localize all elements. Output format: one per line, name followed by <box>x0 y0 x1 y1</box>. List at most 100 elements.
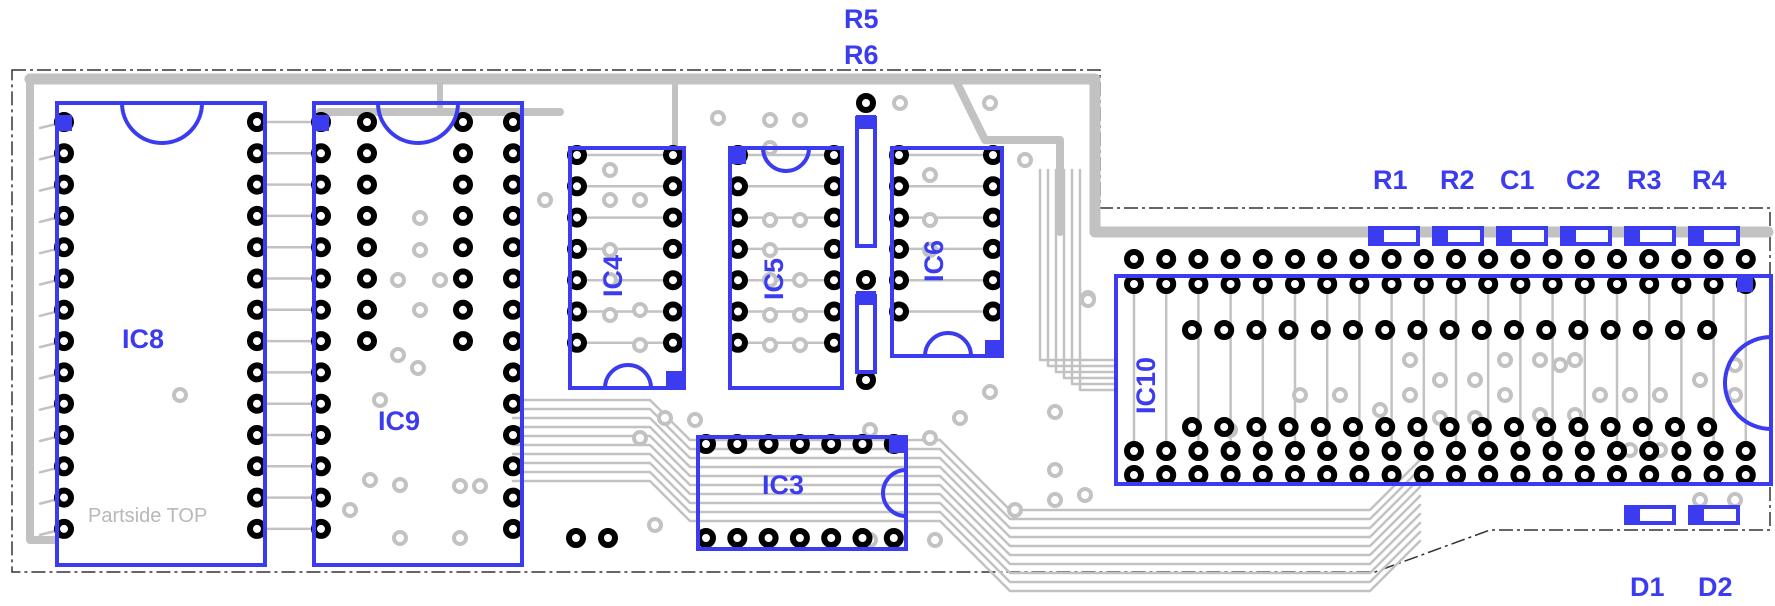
trace <box>1046 168 1118 368</box>
ic8-pin <box>247 518 267 539</box>
d2-label: D2 <box>1698 572 1733 602</box>
ic10-pin <box>1671 441 1692 461</box>
via <box>1497 352 1513 368</box>
ic9-pin <box>311 425 331 445</box>
ic10-pin <box>1124 441 1144 461</box>
ic10-pin <box>1343 320 1363 340</box>
via <box>1017 152 1033 168</box>
ic9-pin <box>311 268 331 289</box>
ic9-pin <box>357 112 377 132</box>
ic10-pin <box>1381 441 1402 461</box>
ic3-pin <box>789 434 810 454</box>
ic4-pin <box>567 145 587 165</box>
via <box>1567 352 1583 368</box>
ic10-pin <box>1639 441 1660 461</box>
ic5-pin <box>728 207 748 228</box>
via <box>1047 462 1063 478</box>
ic5-pin <box>824 332 844 353</box>
ic10-pin <box>1542 465 1563 485</box>
ic10-pin <box>1220 441 1241 461</box>
via <box>452 530 468 546</box>
ic3-pin <box>758 528 779 548</box>
ic10-pin <box>1568 320 1589 340</box>
ic10-pin <box>1182 417 1202 437</box>
ic8-pin <box>247 174 267 195</box>
ic10-pin <box>1510 465 1531 485</box>
via <box>1432 372 1448 388</box>
pad <box>566 528 586 548</box>
ic10-pin <box>1735 441 1756 461</box>
ic5-pin <box>824 176 844 197</box>
via <box>792 112 808 128</box>
via <box>1727 492 1743 508</box>
trace <box>511 470 1422 584</box>
ic10-pin <box>1632 320 1653 340</box>
ic9-pin <box>311 331 331 352</box>
ic5-pin <box>728 301 748 322</box>
ic8-pin <box>247 299 267 320</box>
ic10-pin <box>1407 320 1428 340</box>
via <box>632 302 648 318</box>
ic4-pin <box>567 270 587 291</box>
ic10-pin <box>1252 274 1273 294</box>
ic10-pin <box>1446 465 1466 485</box>
via <box>982 95 998 111</box>
ic10-pin <box>1349 249 1370 269</box>
via <box>687 412 703 428</box>
via <box>1532 352 1548 368</box>
r5-pin <box>856 115 876 129</box>
ic9-notch <box>376 102 460 145</box>
ic10-pin <box>1446 441 1466 461</box>
ic9-pin <box>311 487 331 508</box>
trace <box>1038 168 1118 362</box>
ic9-label: IC9 <box>378 406 420 436</box>
ic6-outline <box>890 146 1004 358</box>
ic8-pin <box>247 331 267 352</box>
ic10-pin <box>1349 465 1370 485</box>
ic8-pin <box>54 456 74 477</box>
trace <box>1054 168 1118 374</box>
ic10-pin <box>1156 465 1177 485</box>
ic10-pin <box>1510 441 1531 461</box>
ic9-outline <box>312 101 524 567</box>
ic10-pin <box>1220 465 1241 485</box>
via <box>412 242 428 258</box>
ic9-pin <box>357 268 377 289</box>
via <box>632 192 648 208</box>
ic3-pin <box>883 528 904 548</box>
trace <box>511 416 1422 530</box>
via <box>862 422 878 438</box>
ic5-pin <box>824 270 844 291</box>
ic9-pin <box>503 112 523 132</box>
r5-label: R5 <box>844 4 879 34</box>
r6-pin <box>856 370 876 390</box>
ic10-pin <box>1639 249 1660 269</box>
ic9-pin <box>311 205 331 226</box>
ic8-pin <box>54 487 74 508</box>
trace <box>1078 168 1118 392</box>
ic8-pin <box>54 205 74 226</box>
ic8-pin <box>247 112 267 132</box>
ic4-label: IC4 <box>598 255 628 297</box>
via <box>1467 372 1483 388</box>
ic6-pin <box>889 301 909 322</box>
ic10-pin <box>1343 417 1363 437</box>
ic10-pin <box>1381 249 1402 269</box>
ic9-pin <box>357 331 377 352</box>
via <box>392 477 408 493</box>
ic10-pin <box>1285 274 1305 294</box>
ic10-pin <box>1542 274 1563 294</box>
ic10-pin <box>1188 465 1209 485</box>
ic9-pin <box>503 237 523 258</box>
ic6-notch <box>923 331 973 357</box>
via <box>892 95 908 111</box>
via <box>602 192 618 208</box>
ic9-pin <box>311 237 331 258</box>
ic10-pin <box>1124 465 1144 485</box>
ic10-pin <box>1574 274 1595 294</box>
ic10-pin <box>1252 465 1273 485</box>
ic6-pin <box>983 270 1003 291</box>
ic9-pin <box>453 174 473 195</box>
ic8-pin <box>247 362 267 383</box>
trace <box>511 479 1422 593</box>
